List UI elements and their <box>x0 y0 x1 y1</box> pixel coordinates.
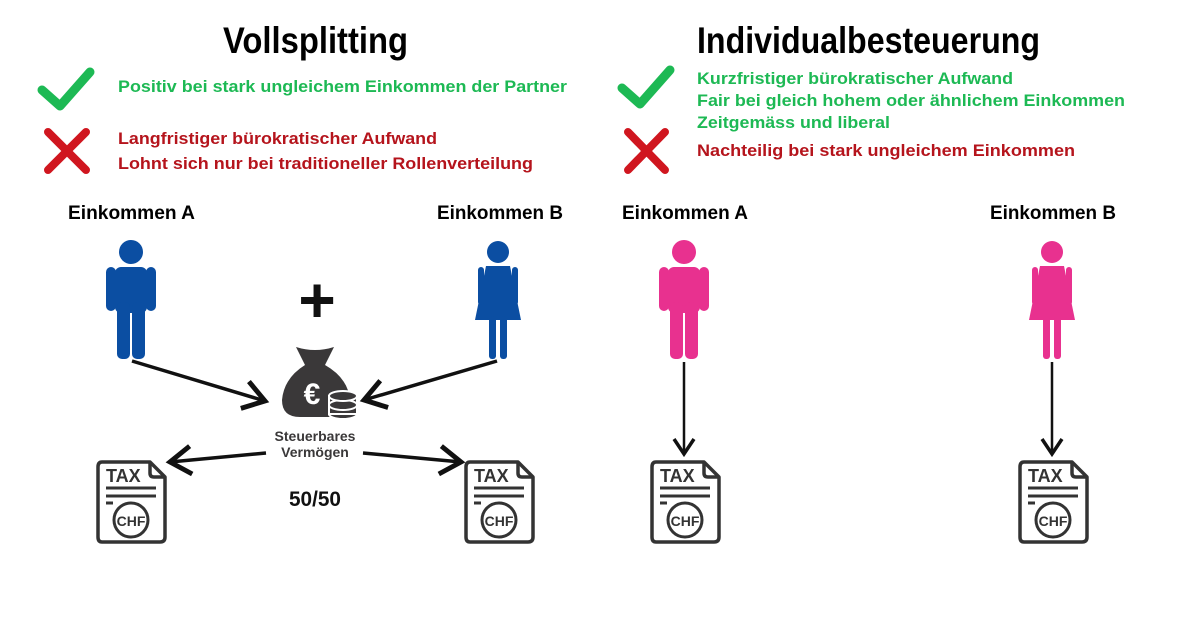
check-icon <box>617 65 675 109</box>
tax-document-icon: TAX CHF <box>96 460 167 544</box>
split-ratio: 50/50 <box>289 488 341 511</box>
pro-item: Fair bei gleich hohem oder ähnlichem Ein… <box>697 91 1125 110</box>
male-person-icon <box>106 240 156 359</box>
tax-document-icon: TAX CHF <box>1018 460 1089 544</box>
income-b-label: Einkommen B <box>990 203 1116 224</box>
svg-text:TAX: TAX <box>660 466 695 486</box>
svg-text:CHF: CHF <box>1039 513 1068 529</box>
tax-document-icon: TAX CHF <box>464 460 535 544</box>
taxable-assets-label: Vermögen <box>281 444 349 460</box>
cross-icon <box>44 128 90 174</box>
income-a-label: Einkommen A <box>68 203 195 224</box>
flow-arrows <box>672 362 1064 458</box>
svg-text:TAX: TAX <box>1028 466 1063 486</box>
income-a-label: Einkommen A <box>622 203 748 224</box>
pro-item: Kurzfristiger bürokratischer Aufwand <box>697 69 1013 88</box>
svg-text:CHF: CHF <box>671 513 700 529</box>
con-item: Langfristiger bürokratischer Aufwand <box>118 129 437 148</box>
svg-text:€: € <box>304 378 321 411</box>
pro-item: Positiv bei stark ungleichem Einkommen d… <box>118 77 567 96</box>
svg-text:CHF: CHF <box>485 513 514 529</box>
vollsplitting-title: Vollsplitting <box>223 20 408 61</box>
svg-text:CHF: CHF <box>117 513 146 529</box>
con-item: Nachteilig bei stark ungleichem Einkomme… <box>697 141 1075 160</box>
svg-text:TAX: TAX <box>474 466 509 486</box>
check-icon <box>37 67 95 111</box>
cross-icon <box>624 128 669 174</box>
pro-item: Zeitgemäss und liberal <box>697 113 890 132</box>
female-person-icon <box>475 241 521 359</box>
taxable-assets-label: Steuerbares <box>275 428 356 444</box>
flow-arrows <box>131 359 498 477</box>
individualbesteuerung-title: Individualbesteuerung <box>697 20 1040 61</box>
individualbesteuerung-panel: Individualbesteuerung Kurzfristiger büro… <box>617 20 1125 544</box>
female-person-icon <box>1029 241 1075 359</box>
tax-document-icon: TAX CHF <box>650 460 721 544</box>
plus-sign: + <box>298 264 335 336</box>
income-b-label: Einkommen B <box>437 203 563 224</box>
svg-text:TAX: TAX <box>106 466 141 486</box>
con-item: Lohnt sich nur bei traditioneller Rollen… <box>118 154 533 173</box>
vollsplitting-panel: Vollsplitting Positiv bei stark ungleich… <box>37 20 567 544</box>
male-person-icon <box>659 240 709 359</box>
money-bag-icon: € <box>282 347 358 420</box>
